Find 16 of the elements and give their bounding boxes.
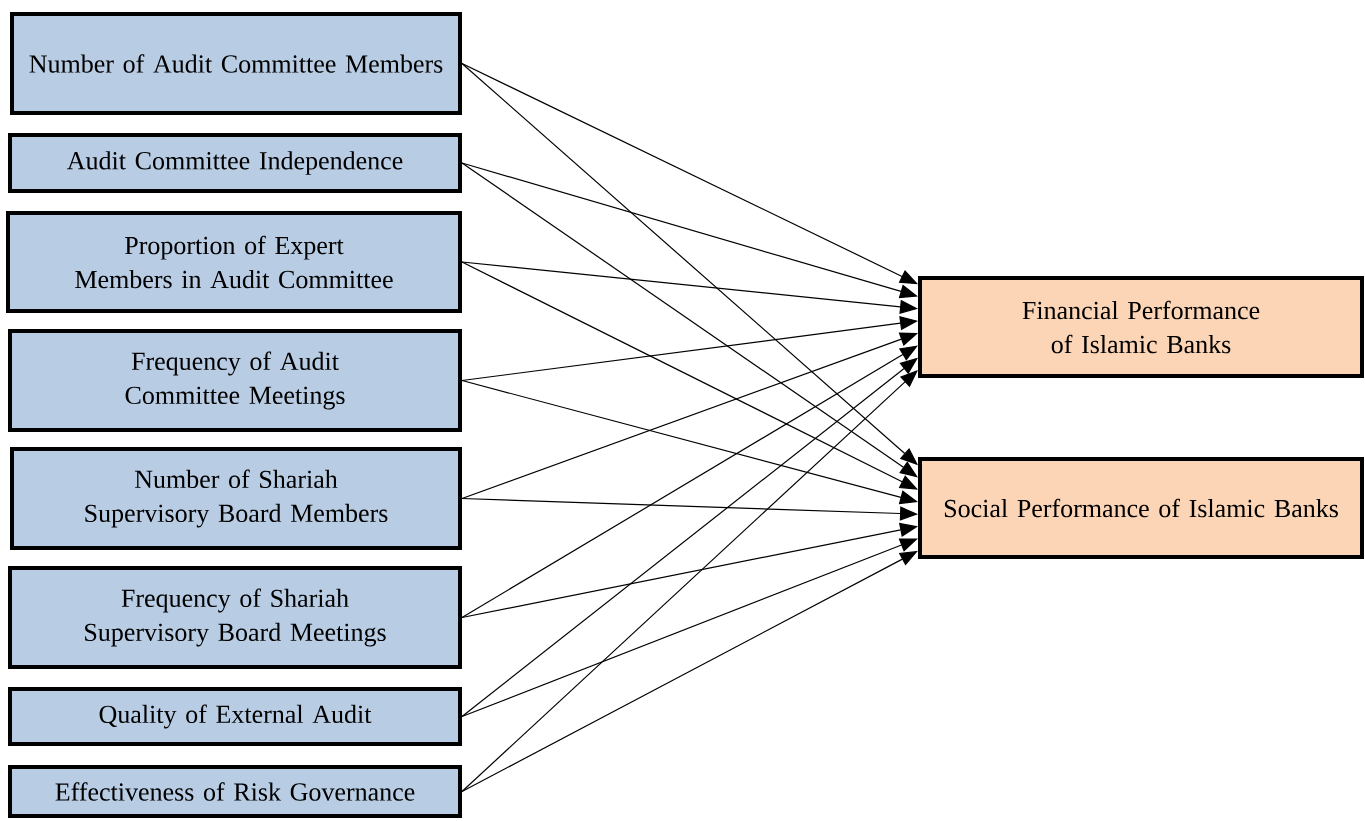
arrow	[461, 62, 918, 285]
arrow	[461, 261, 918, 490]
arrow	[461, 345, 918, 619]
factor-box: Frequency of Audit Committee Meetings	[8, 329, 462, 432]
factor-box: Number of Shariah Supervisory Board Members	[10, 447, 462, 550]
arrow	[461, 332, 918, 500]
factor-box: Quality of External Audit	[8, 687, 462, 746]
factor-box: Proportion of Expert Members in Audit Committee	[6, 211, 462, 313]
factor-box: Audit Committee Independence	[8, 133, 462, 193]
outcome-box: Financial Performance of Islamic Banks	[918, 276, 1364, 378]
arrow	[461, 538, 918, 718]
factor-box: Effectiveness of Risk Governance	[8, 765, 462, 818]
factor-box: Number of Audit Committee Members	[10, 12, 462, 115]
outcome-box: Social Performance of Islamic Banks	[918, 457, 1364, 559]
arrow	[461, 162, 918, 478]
factor-box: Frequency of Shariah Supervisory Board Meetings	[8, 566, 462, 669]
